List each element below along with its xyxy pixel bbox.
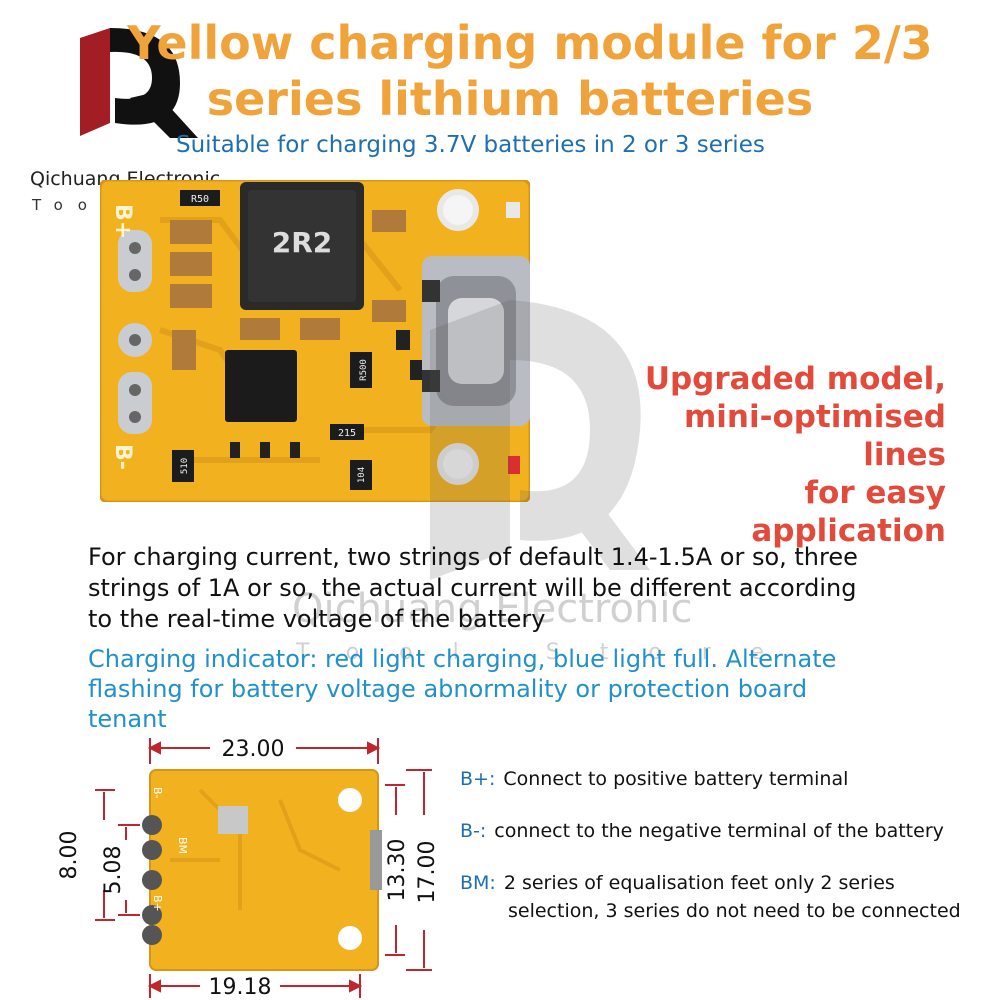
upgrade-line-1: Upgraded model, — [644, 361, 946, 397]
dim-right-inner: 13.30 — [385, 839, 410, 902]
pad-bplus — [118, 230, 152, 292]
watermark-logo — [430, 300, 650, 580]
pin-row-bm: BM: 2 series of equalisation feet only 2 … — [460, 872, 961, 922]
upgrade-callout: Upgraded model, mini-optimised lines for… — [600, 360, 946, 550]
upgrade-line-3: for easy application — [751, 475, 946, 549]
resistor-label-2: R500 — [359, 359, 369, 381]
pin-row-bplus: B+: Connect to positive battery terminal — [460, 768, 848, 790]
dim-right-outer: 17.00 — [415, 841, 440, 904]
resistor-label-3: 215 — [338, 428, 356, 439]
mount-hole-top — [437, 189, 479, 231]
pin-desc-bminus: connect to the negative terminal of the … — [494, 820, 944, 842]
page-title-line2: series lithium batteries — [206, 72, 814, 126]
dim-pin-bminus: B- — [151, 787, 164, 799]
silk-bminus: B- — [110, 444, 135, 470]
pin-row-bminus: B-: connect to the negative terminal of t… — [460, 820, 944, 842]
pin-key-bplus: B+: — [460, 768, 496, 790]
mount-hole-bottom — [437, 443, 479, 485]
inductor-label: 2R2 — [272, 226, 333, 259]
charging-current-description: For charging current, two strings of def… — [88, 543, 858, 633]
resistor-label-1: R50 — [191, 194, 209, 205]
page-title-line1: Yellow charging module for 2/3 — [127, 16, 933, 70]
dim-left-inner: 5.08 — [101, 846, 126, 895]
dim-width-bottom: 19.18 — [209, 975, 272, 1000]
controller-chip — [225, 350, 297, 422]
watermark-subtext: Tool Store — [296, 640, 804, 665]
resistor-label-5: 104 — [357, 467, 367, 483]
brand-logo — [80, 28, 198, 138]
pin-desc-bplus: Connect to positive battery terminal — [503, 768, 849, 790]
dimension-drawing: B- BM B+ 23.00 19.18 8.00 5.08 13.30 17.… — [57, 737, 440, 1000]
pad-bminus — [118, 372, 152, 434]
page-subtitle: Suitable for charging 3.7V batteries in … — [176, 132, 765, 158]
charging-indicator-description: Charging indicator: red light charging, … — [88, 645, 837, 733]
dim-left-outer: 8.00 — [57, 831, 82, 880]
resistor-label-4: 510 — [180, 458, 190, 474]
dim-pin-bm: BM — [176, 837, 189, 854]
pin-desc-bm: 2 series of equalisation feet only 2 ser… — [503, 872, 895, 894]
dim-pin-bplus: B+ — [151, 895, 164, 912]
watermark-text: Qichuang Electronic — [292, 586, 693, 632]
pin-desc-bm-line2: selection, 3 series do not need to be co… — [508, 900, 961, 922]
board-photo: B+ B- 2R2 R50 R500 215 510 104 — [100, 180, 530, 502]
pin-key-bminus: B-: — [460, 820, 487, 842]
dim-width-top: 23.00 — [222, 737, 285, 762]
upgrade-line-2: mini-optimised lines — [683, 399, 946, 473]
pin-key-bm: BM: — [460, 872, 496, 894]
silk-bplus: B+ — [110, 204, 135, 239]
